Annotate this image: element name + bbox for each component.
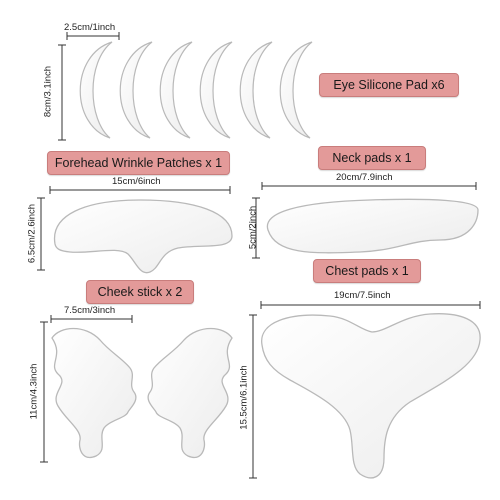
chest-height-line [249, 314, 257, 479]
chest-pad [261, 313, 481, 479]
chest-width-line [260, 301, 481, 309]
neck-height-text: 5cm/2inch [247, 205, 259, 250]
cheek-width-text: 7.5cm/3inch [64, 305, 116, 316]
eye-pad-height-text: 8cm/3.1inch [42, 65, 54, 118]
cheek-width-line [50, 315, 133, 323]
neck-width-text: 20cm/7.9inch [336, 172, 393, 183]
forehead-label: Forehead Wrinkle Patches x 1 [47, 151, 230, 175]
forehead-patch [53, 199, 233, 274]
neck-width-line [261, 182, 477, 190]
cheek-height-line [40, 321, 48, 463]
eye-pad-5 [239, 41, 273, 139]
eye-pad-width-text: 2.5cm/1inch [64, 22, 116, 33]
eye-pad-width-line [66, 32, 120, 40]
cheek-label: Cheek stick x 2 [86, 280, 194, 304]
chest-width-text: 19cm/7.5inch [334, 290, 391, 301]
neck-label: Neck pads x 1 [318, 146, 426, 170]
cheek-stick-left [51, 327, 137, 459]
chest-height-text: 15.5cm/6.1inch [238, 365, 250, 430]
eye-pad-1 [79, 41, 113, 139]
eye-silicone-pads [79, 41, 313, 139]
neck-pad [266, 198, 479, 254]
chest-label: Chest pads x 1 [313, 259, 421, 283]
cheek-sticks [51, 327, 233, 459]
eye-pad-2 [119, 41, 153, 139]
eye-pad-label: Eye Silicone Pad x6 [319, 73, 459, 97]
eye-pad-6 [279, 41, 313, 139]
cheek-stick-right [147, 327, 233, 459]
forehead-height-text: 6.5cm/2.6inch [26, 203, 38, 264]
forehead-height-line [37, 197, 45, 271]
neck-height-line [252, 197, 260, 259]
eye-pad-4 [199, 41, 233, 139]
cheek-height-text: 11cm/4.3inch [28, 363, 40, 420]
eye-pad-3 [159, 41, 193, 139]
eye-pad-height-line [58, 44, 66, 141]
forehead-width-text: 15cm/6inch [112, 176, 161, 187]
forehead-width-line [49, 186, 231, 194]
